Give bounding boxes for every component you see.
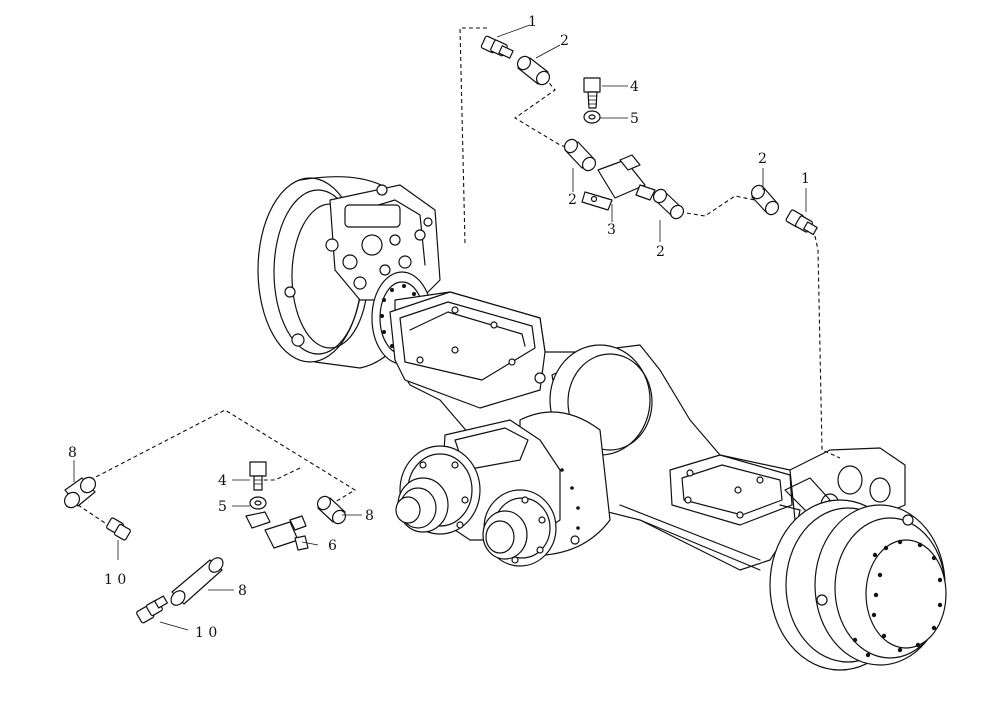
bolt-4-lower bbox=[249, 461, 267, 491]
callout-8-right: 8 bbox=[365, 508, 374, 524]
axle-assembly bbox=[257, 176, 947, 671]
washer-5-top bbox=[583, 110, 601, 124]
hose-8-right bbox=[316, 495, 347, 525]
lower-hose-group bbox=[63, 409, 362, 631]
hose-2-top bbox=[516, 55, 551, 86]
callout-1-right: 1 bbox=[801, 171, 810, 187]
callout-8-long: 8 bbox=[238, 583, 247, 599]
fitting-10-left bbox=[106, 517, 131, 541]
upper-hose-left-line bbox=[459, 27, 490, 244]
callout-2-top: 2 bbox=[560, 33, 569, 49]
callout-3-tee: 3 bbox=[607, 222, 616, 238]
hose-2-tee-left bbox=[563, 138, 597, 172]
upper-hose-right-line bbox=[679, 195, 841, 459]
lower-hose-line bbox=[77, 409, 357, 526]
callout-10-lower: 1 0 bbox=[195, 625, 217, 641]
fitting-1-top bbox=[480, 35, 514, 59]
hose-8-long bbox=[170, 557, 224, 606]
axle-beam bbox=[389, 291, 811, 571]
callout-5-top: 5 bbox=[630, 111, 639, 127]
callout-labels: 1 2 4 5 2 3 2 2 1 8 4 5 8 6 1 0 8 1 0 bbox=[68, 14, 810, 641]
washer-5-lower bbox=[249, 496, 267, 510]
tee-3 bbox=[581, 154, 656, 211]
right-wheel-hub bbox=[769, 447, 947, 671]
callout-4-top: 4 bbox=[630, 79, 639, 95]
callout-2-tee-right: 2 bbox=[656, 244, 665, 260]
callout-1-top: 1 bbox=[528, 14, 537, 30]
input-gearbox bbox=[395, 419, 580, 567]
callout-6-tee: 6 bbox=[328, 538, 337, 554]
fitting-10-lower bbox=[136, 595, 168, 624]
tee-6 bbox=[245, 511, 309, 551]
callout-2-tee-left: 2 bbox=[568, 192, 577, 208]
callout-8-left: 8 bbox=[68, 445, 77, 461]
callout-10-left: 1 0 bbox=[104, 572, 126, 588]
bolt-4-top bbox=[583, 77, 601, 109]
hose-8-left bbox=[63, 476, 97, 509]
upper-hose-mid-line bbox=[513, 77, 576, 151]
hose-2-right bbox=[750, 184, 780, 216]
callout-4-lower: 4 bbox=[218, 473, 227, 489]
upper-hose-group bbox=[459, 24, 841, 459]
callout-2-right: 2 bbox=[758, 151, 767, 167]
callout-5-lower: 5 bbox=[218, 499, 227, 515]
fitting-1-right bbox=[785, 209, 818, 236]
hose-2-tee-right bbox=[652, 188, 685, 220]
